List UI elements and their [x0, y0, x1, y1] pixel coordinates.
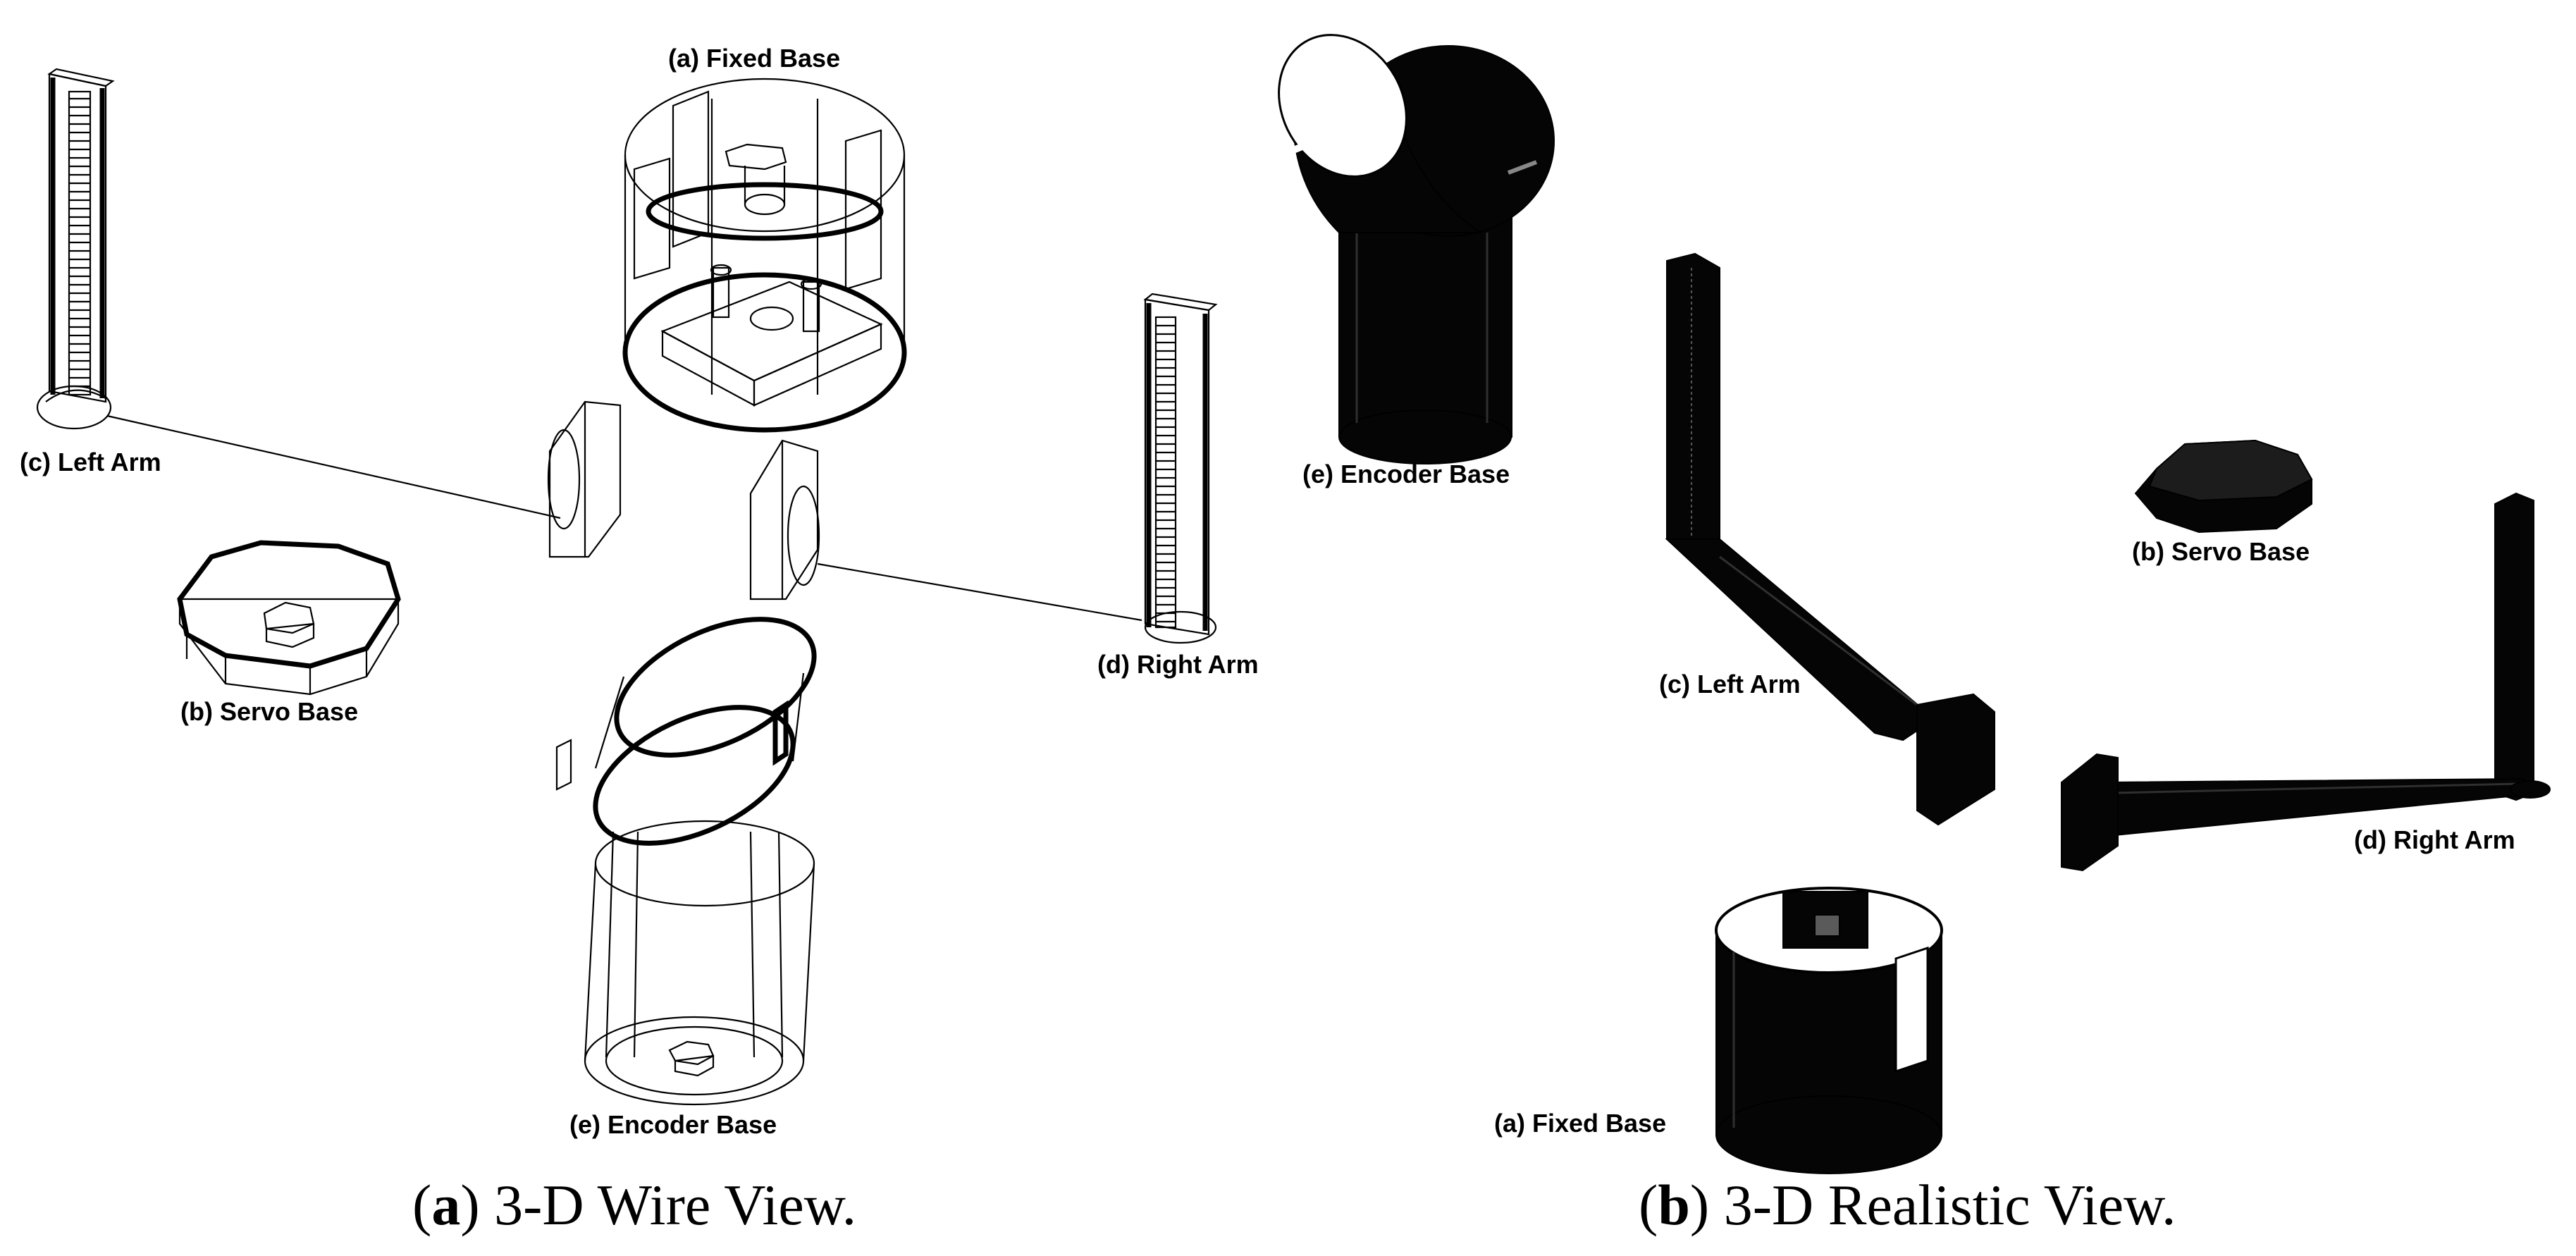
solid-encoder-base: [1278, 34, 1555, 464]
solid-right-arm: [2061, 492, 2551, 872]
label-right-arm-realistic: (d) Right Arm: [2354, 825, 2515, 854]
label-left-arm-wire: (c) Left Arm: [20, 448, 161, 476]
wire-right-wedge: [749, 439, 1142, 622]
label-encoder-base-realistic: (e) Encoder Base: [1302, 460, 1510, 488]
panel-b-realistic-view: (e) Encoder Base (c) Left Arm (b) Servo …: [1278, 34, 2551, 1237]
label-right-arm-wire: (d) Right Arm: [1097, 650, 1259, 679]
label-servo-base-realistic: (b) Servo Base: [2132, 537, 2310, 566]
panel-a-wire-view: (c) Left Arm (a) Fixed Bas: [20, 44, 1259, 1237]
caption-a-text: 3-D Wire View.: [494, 1173, 856, 1237]
caption-a: (a) 3-D Wire View.: [412, 1173, 856, 1237]
label-encoder-base-wire: (e) Encoder Base: [569, 1110, 777, 1139]
solid-left-arm: [1665, 252, 1995, 826]
caption-b: (b) 3-D Realistic View.: [1639, 1173, 2176, 1237]
wire-servo-base: [177, 540, 401, 696]
label-servo-base-wire: (b) Servo Base: [180, 697, 358, 726]
wire-left-wedge: [547, 400, 622, 558]
solid-servo-base: [2134, 439, 2313, 534]
wire-right-arm: [1143, 293, 1218, 644]
solid-fixed-base: [1715, 887, 1943, 1174]
caption-a-letter: a: [431, 1173, 460, 1237]
wire-fixed-base: [622, 78, 907, 433]
wire-left-arm: [36, 68, 561, 519]
caption-b-letter: b: [1658, 1173, 1690, 1237]
label-left-arm-realistic: (c) Left Arm: [1659, 670, 1801, 698]
label-fixed-base-wire: (a) Fixed Base: [668, 44, 840, 73]
label-fixed-base-realistic: (a) Fixed Base: [1494, 1109, 1666, 1138]
wire-encoder-base: [555, 617, 817, 1106]
caption-b-text: 3-D Realistic View.: [1724, 1173, 2176, 1237]
